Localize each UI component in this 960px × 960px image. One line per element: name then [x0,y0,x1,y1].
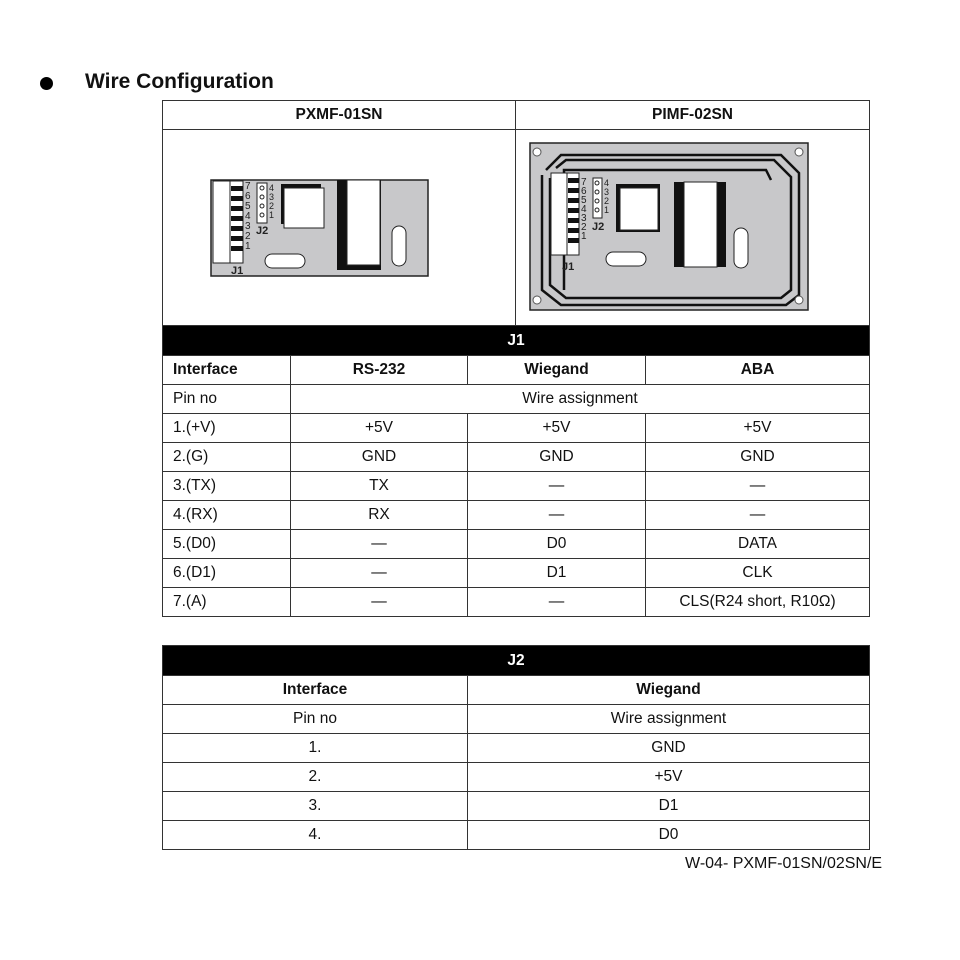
column-header: Interface [162,355,291,385]
svg-text:6: 6 [245,191,251,202]
pin-label: Pin no [162,704,468,734]
table-cell: D0 [467,820,870,850]
table-cell: — [467,471,646,501]
wire-label: Wire assignment [290,384,870,414]
svg-text:1: 1 [245,241,251,252]
table-cell: 6.(D1) [162,558,291,588]
table-row: 7.(A)——CLS(R24 short, R10Ω) [162,587,870,617]
svg-text:2: 2 [269,201,274,211]
table-cell: 2. [162,762,468,792]
svg-text:2: 2 [581,222,587,233]
svg-text:1: 1 [581,231,587,242]
svg-text:2: 2 [604,196,609,206]
table-cell: 1. [162,733,468,763]
table-row: 3.D1 [162,791,870,821]
table-cell: GND [645,442,870,472]
table-cell: — [290,529,468,559]
svg-text:3: 3 [245,221,251,232]
table-cell: +5V [467,413,646,443]
model-name: PXMF-01SN [162,100,516,130]
table-cell: GND [290,442,468,472]
table-cell: +5V [467,762,870,792]
svg-text:1: 1 [604,205,609,215]
svg-text:1: 1 [269,210,274,220]
svg-text:J2: J2 [592,221,604,233]
svg-text:5: 5 [245,201,251,212]
table-cell: 4.(RX) [162,500,291,530]
svg-text:4: 4 [604,178,609,188]
svg-text:J1: J1 [231,265,243,277]
table-cell: D1 [467,558,646,588]
svg-text:5: 5 [581,195,587,206]
document-code: W-04- PXMF-01SN/02SN/E [685,855,883,872]
table-cell: 3. [162,791,468,821]
wire-label: Wire assignment [467,704,870,734]
table-cell: CLS(R24 short, R10Ω) [645,587,870,617]
column-header: RS-232 [290,355,468,385]
svg-text:4: 4 [269,183,274,193]
svg-text:4: 4 [581,204,587,215]
table-row: 2.+5V [162,762,870,792]
j2-title: J2 [162,645,870,676]
bullet-icon [40,77,53,90]
svg-text:2: 2 [245,231,251,242]
column-header: Wiegand [467,355,646,385]
table-cell: 5.(D0) [162,529,291,559]
table-cell: — [645,500,870,530]
table-cell: TX [290,471,468,501]
table-cell: GND [467,442,646,472]
svg-text:7: 7 [245,181,251,192]
svg-text:6: 6 [581,186,587,197]
svg-text:3: 3 [604,187,609,197]
svg-text:J2: J2 [256,225,268,237]
table-cell: 2.(G) [162,442,291,472]
j1-title: J1 [162,325,870,356]
svg-text:3: 3 [269,192,274,202]
svg-text:3: 3 [581,213,587,224]
model-name: PIMF-02SN [515,100,870,130]
table-cell: — [290,558,468,588]
pin-label: Pin no [162,384,291,414]
table-cell: 3.(TX) [162,471,291,501]
table-row: 1.(+V)+5V+5V+5V [162,413,870,443]
svg-text:4: 4 [245,211,251,222]
table-cell: — [290,587,468,617]
table-cell: D0 [467,529,646,559]
table-cell: — [467,587,646,617]
table-cell: RX [290,500,468,530]
table-cell: D1 [467,791,870,821]
table-cell: 1.(+V) [162,413,291,443]
table-cell: 4. [162,820,468,850]
table-cell: — [467,500,646,530]
table-row: 3.(TX)TX—— [162,471,870,501]
table-cell: +5V [645,413,870,443]
table-cell: 7.(A) [162,587,291,617]
table-cell: CLK [645,558,870,588]
table-row: 4.D0 [162,820,870,850]
column-header: Wiegand [467,675,870,705]
column-header: ABA [645,355,870,385]
column-header: Interface [162,675,468,705]
section-title: Wire Configuration [85,70,274,93]
table-cell: GND [467,733,870,763]
table-cell: DATA [645,529,870,559]
table-cell: — [645,471,870,501]
table-row: 1.GND [162,733,870,763]
table-row: 4.(RX)RX—— [162,500,870,530]
table-cell: +5V [290,413,468,443]
svg-text:J1: J1 [562,261,574,273]
svg-text:7: 7 [581,177,587,188]
